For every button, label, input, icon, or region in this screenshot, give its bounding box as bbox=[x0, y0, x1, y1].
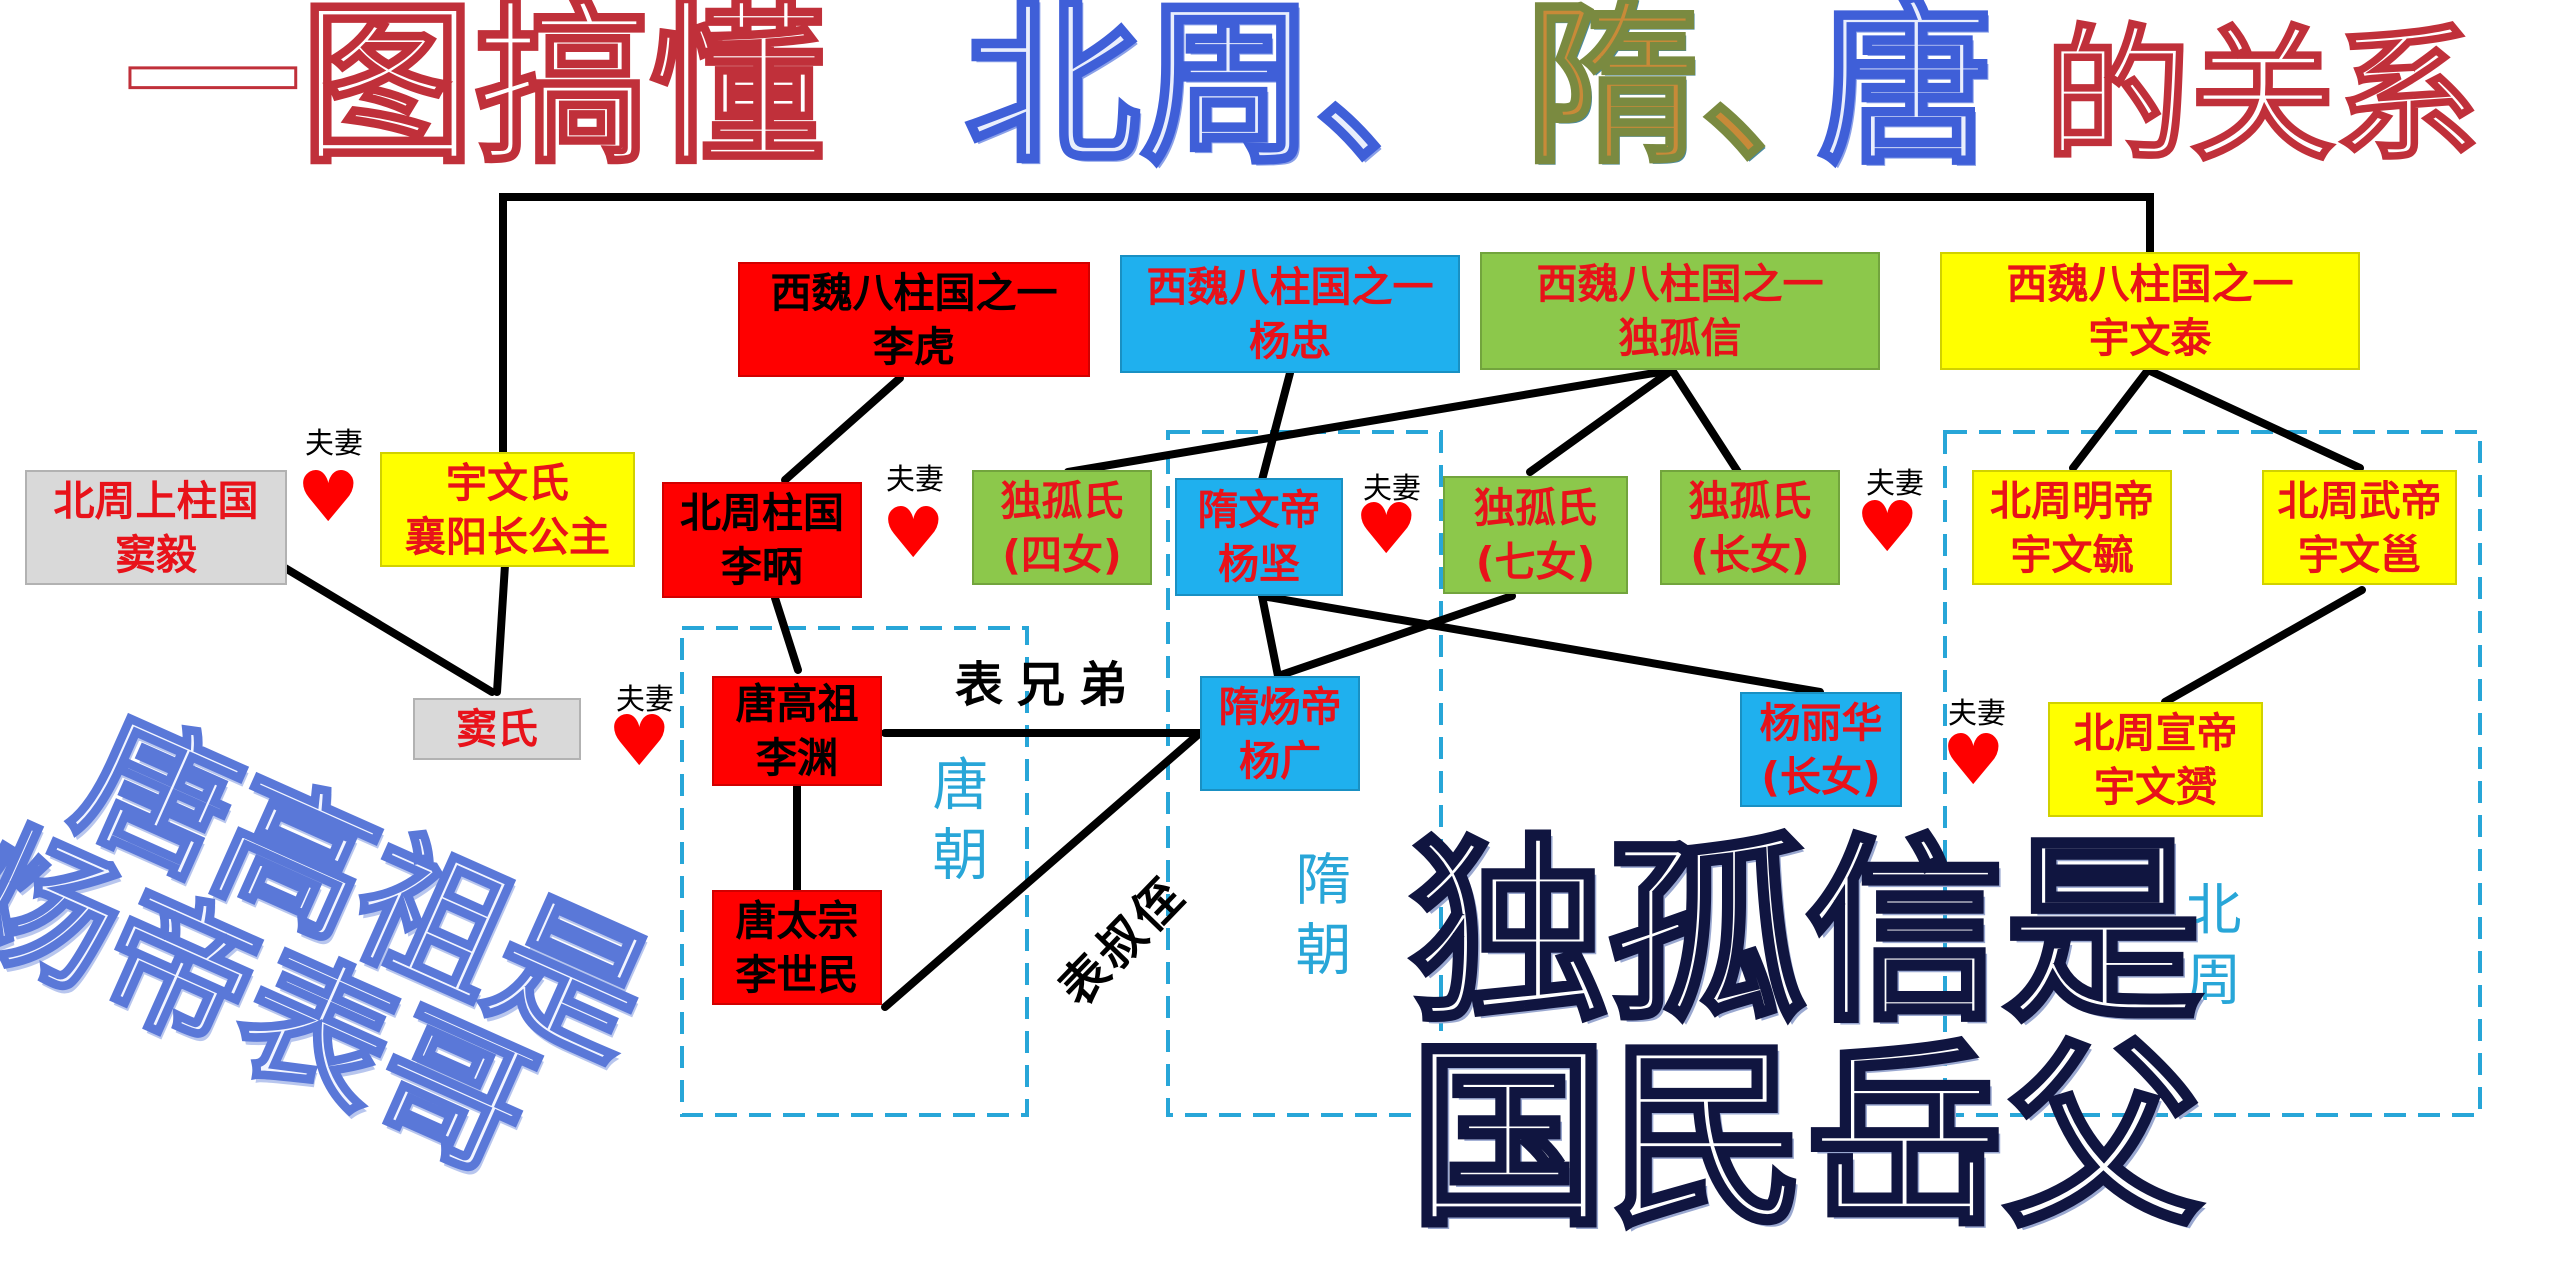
callout-dugu-xin: 独孤信是 国民岳父 bbox=[1408, 817, 2205, 1253]
box-dou-shi: 窦氏 bbox=[413, 698, 581, 760]
heart-icon: ♥ bbox=[297, 456, 360, 538]
line-dugu-dugu7 bbox=[1526, 366, 1676, 476]
dynasty-label-tang: 唐朝 bbox=[923, 755, 988, 895]
dynasty-label-sui: 隋朝 bbox=[1286, 850, 1351, 990]
line-yangjian-yangguang bbox=[1258, 592, 1282, 680]
line-dugu-dugu1 bbox=[1668, 366, 1742, 476]
box-li-yuan: 唐高祖李渊 bbox=[712, 676, 882, 786]
box-yang-jian: 隋文帝杨坚 bbox=[1175, 478, 1343, 596]
zhou-dynasty-frame bbox=[1943, 430, 2482, 1117]
box-yuwen-shi: 宇文氏襄阳长公主 bbox=[380, 452, 635, 567]
heart-icon: ♥ bbox=[608, 700, 671, 782]
box-dugu-fourth-daughter: 独孤氏(四女) bbox=[972, 470, 1152, 585]
spouse-label-yuwen-ming: 夫妻 bbox=[1866, 466, 1925, 500]
callout-right-line-1: 独孤信是 bbox=[1408, 817, 2205, 1048]
spouse-label-yang: 夫妻 bbox=[1363, 471, 1422, 505]
title-part-3: 隋、 bbox=[1524, 0, 1877, 188]
line-yangzhong-yangjian bbox=[1258, 369, 1294, 484]
box-yang-guang: 隋炀帝杨广 bbox=[1200, 676, 1360, 791]
box-dou-yi: 北周上柱国窦毅 bbox=[25, 470, 287, 585]
line-wudi-xuandi bbox=[2161, 586, 2366, 706]
spouse-label-li: 夫妻 bbox=[886, 462, 945, 496]
box-li-shimin: 唐太宗李世民 bbox=[712, 890, 882, 1005]
box-dugu-eldest-daughter: 独孤氏(长女) bbox=[1660, 470, 1840, 585]
box-dugu-seventh-daughter: 独孤氏(七女) bbox=[1443, 476, 1628, 594]
title-part-5: 的关系 bbox=[2044, 11, 2482, 183]
line-yuwenshi-doushi bbox=[493, 561, 509, 696]
line-top-bracket bbox=[499, 193, 2154, 489]
tang-dynasty-frame bbox=[680, 626, 1029, 1117]
heart-icon: ♥ bbox=[882, 492, 945, 574]
box-li-bing: 北周柱国李昞 bbox=[662, 482, 862, 598]
line-dugu7-yangguang bbox=[1274, 592, 1516, 680]
box-li-hu: 西魏八柱国之一李虎 bbox=[738, 262, 1090, 377]
heart-icon: ♥ bbox=[1856, 486, 1919, 568]
box-zhou-ming-di: 北周明帝宇文毓 bbox=[1972, 470, 2172, 585]
title-part-2: 北周、 bbox=[963, 0, 1492, 188]
box-yang-lihua: 杨丽华(长女) bbox=[1740, 692, 1902, 807]
title-part-4: 唐 bbox=[1816, 0, 1995, 188]
line-yuwentai-wudi bbox=[2144, 366, 2364, 472]
heart-icon: ♥ bbox=[1942, 719, 2005, 801]
spouse-label-doushi: 夫妻 bbox=[616, 682, 675, 716]
spouse-label-dou: 夫妻 bbox=[305, 426, 364, 460]
spouse-label-xuandi: 夫妻 bbox=[1948, 696, 2007, 730]
line-libing-liyuan bbox=[771, 594, 802, 674]
title-part-1: 一图搞懂 bbox=[124, 0, 827, 188]
line-yuwentai-mingdi bbox=[2069, 366, 2152, 472]
line-yangjian-yanglihua bbox=[1258, 592, 1824, 696]
line-dugu-dugu4 bbox=[1064, 366, 1676, 476]
box-zhou-xuan-di: 北周宣帝宇文赟 bbox=[2048, 702, 2263, 817]
line-lishimin-yangguang bbox=[881, 729, 1204, 1011]
heart-icon: ♥ bbox=[1355, 488, 1418, 570]
line-lihu-libing bbox=[781, 374, 904, 484]
dynasty-label-zhou: 北周 bbox=[2176, 880, 2241, 1020]
box-yang-zhong: 西魏八柱国之一杨忠 bbox=[1120, 255, 1460, 373]
box-zhou-wu-di: 北周武帝宇文邕 bbox=[2262, 470, 2457, 585]
box-yuwen-tai: 西魏八柱国之一宇文泰 bbox=[1940, 252, 2360, 370]
box-dugu-xin: 西魏八柱国之一独孤信 bbox=[1480, 252, 1880, 370]
relation-label-cousins: 表兄弟 bbox=[955, 657, 1142, 713]
callout-right-line-2: 国民岳父 bbox=[1408, 1022, 2205, 1253]
